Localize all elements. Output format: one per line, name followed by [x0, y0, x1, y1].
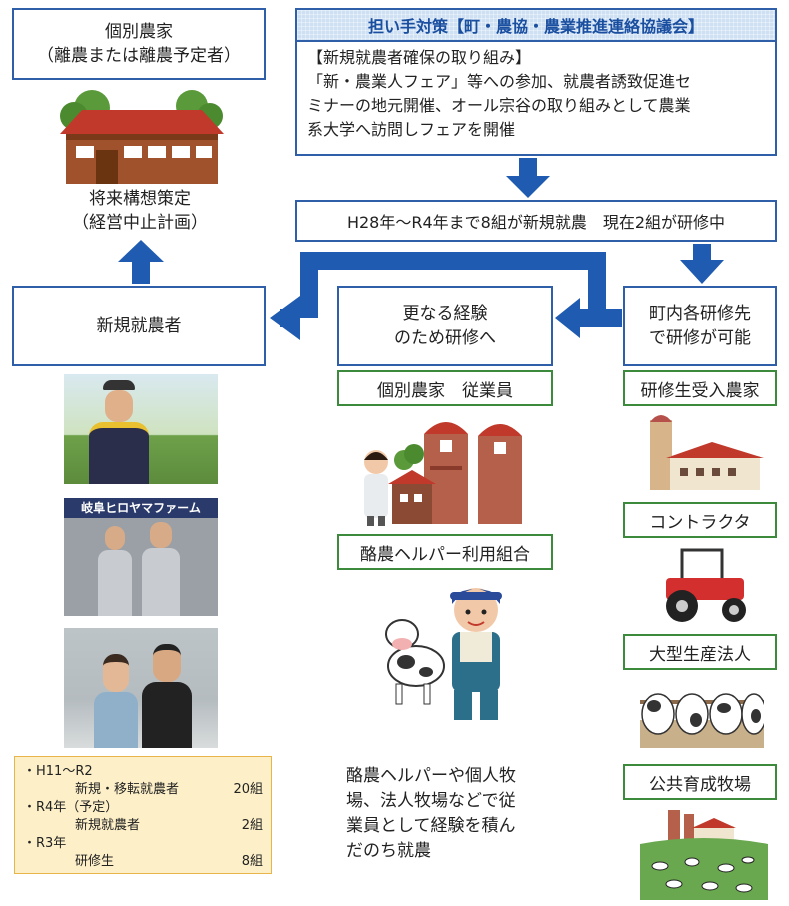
host-farm-box: 研修生受入農家: [623, 370, 777, 406]
future-plan-text: 将来構想策定 （経営中止計画）: [40, 187, 240, 235]
result-box: H28年〜R4年まで8組が新規就農 現在2組が研修中: [295, 200, 777, 242]
helper-note-line4: だのち就農: [346, 841, 431, 861]
result-text: H28年〜R4年まで8組が新規就農 現在2組が研修中: [346, 213, 726, 232]
individual-farmer-subtitle: （離農または離農予定者）: [37, 46, 241, 66]
new-farmer-box: 新規就農者: [12, 286, 266, 366]
public-ranch-label: 公共育成牧場: [649, 774, 751, 795]
initiative-line2: 「新・農業人フェア」等への参加、就農者誘致促進セ: [307, 72, 692, 91]
large-corp-box: 大型生産法人: [623, 634, 777, 670]
farm-buildings-illustration: [364, 422, 522, 526]
stats-row-2-value: 20組: [233, 782, 263, 797]
stats-box: ・H11〜R2 新規・移転就農者 20組 ・R4年（予定） 新規就農者 2組 ・R3…: [14, 756, 272, 874]
individual-farmer-title: 個別農家: [105, 22, 173, 42]
stats-row-3: ・R4年（予定）: [23, 800, 119, 815]
barn-illustration: [60, 90, 224, 184]
cows-in-barn-illustration: [640, 693, 764, 748]
host-farm-label: 研修生受入農家: [640, 380, 760, 401]
employee-label: 個別農家 従業員: [377, 380, 513, 401]
farm-banner: 岐阜ヒロヤマファーム: [64, 498, 218, 518]
ranch-illustration: [640, 810, 768, 900]
stats-row-2-label: 新規・移転就農者: [75, 782, 180, 797]
future-plan-line2: （経営中止計画）: [72, 213, 208, 233]
contractor-box: コントラクタ: [623, 502, 777, 538]
host-farm-illustration: [650, 415, 764, 490]
initiative-header: 担い手対策【町・農協・農業推進連絡協議会】: [297, 10, 775, 42]
photo-farmer-1: [64, 374, 218, 484]
further-training-box: 更なる経験 のため研修へ: [337, 286, 553, 366]
public-ranch-box: 公共育成牧場: [623, 764, 777, 800]
initiative-line4: 系大学へ訪問しフェアを開催: [307, 120, 516, 139]
future-plan-line1: 将来構想策定: [89, 189, 191, 209]
contractor-label: コントラクタ: [649, 512, 751, 533]
employee-box: 個別農家 従業員: [337, 370, 553, 406]
helper-cow-illustration: [385, 588, 502, 720]
further-training-line1: 更なる経験: [402, 304, 488, 324]
stats-row-4-value: 2組: [241, 818, 263, 833]
tractor-icon: [666, 548, 746, 622]
individual-farmer-box: 個別農家 （離農または離農予定者）: [12, 8, 266, 80]
photo-farmer-3: [64, 628, 218, 748]
stats-row-6-value: 8組: [241, 854, 263, 869]
helper-note-line2: 場、法人牧場などで従: [346, 791, 516, 811]
stats-row-5: ・R3年: [23, 836, 67, 851]
stats-row-6-label: 研修生: [75, 854, 115, 869]
helper-label: 酪農ヘルパー利用組合: [360, 544, 530, 565]
training-site-line1: 町内各研修先: [649, 304, 751, 324]
helper-note: 酪農ヘルパーや個人牧 場、法人牧場などで従 業員として経験を積ん だのち就農: [346, 764, 556, 864]
photo-farmer-2: 岐阜ヒロヤマファーム: [64, 498, 218, 616]
initiative-line3: ミナーの地元開催、オール宗谷の取り組みとして農業: [307, 96, 691, 115]
large-corp-label: 大型生産法人: [649, 644, 751, 665]
new-farmer-label: 新規就農者: [96, 316, 182, 336]
initiative-line1: 【新規就農者確保の取り組み】: [307, 48, 532, 67]
further-training-line2: のため研修へ: [394, 328, 496, 348]
helper-note-line1: 酪農ヘルパーや個人牧: [346, 766, 516, 786]
stats-row-4-label: 新規就農者: [75, 818, 141, 833]
helper-box: 酪農ヘルパー利用組合: [337, 534, 553, 570]
initiative-box: 担い手対策【町・農協・農業推進連絡協議会】 【新規就農者確保の取り組み】 「新・…: [295, 8, 777, 156]
stats-row-1: ・H11〜R2: [23, 764, 93, 779]
training-site-box: 町内各研修先 で研修が可能: [623, 286, 777, 366]
training-site-line2: で研修が可能: [649, 328, 751, 348]
helper-note-line3: 業員として経験を積ん: [346, 816, 516, 836]
